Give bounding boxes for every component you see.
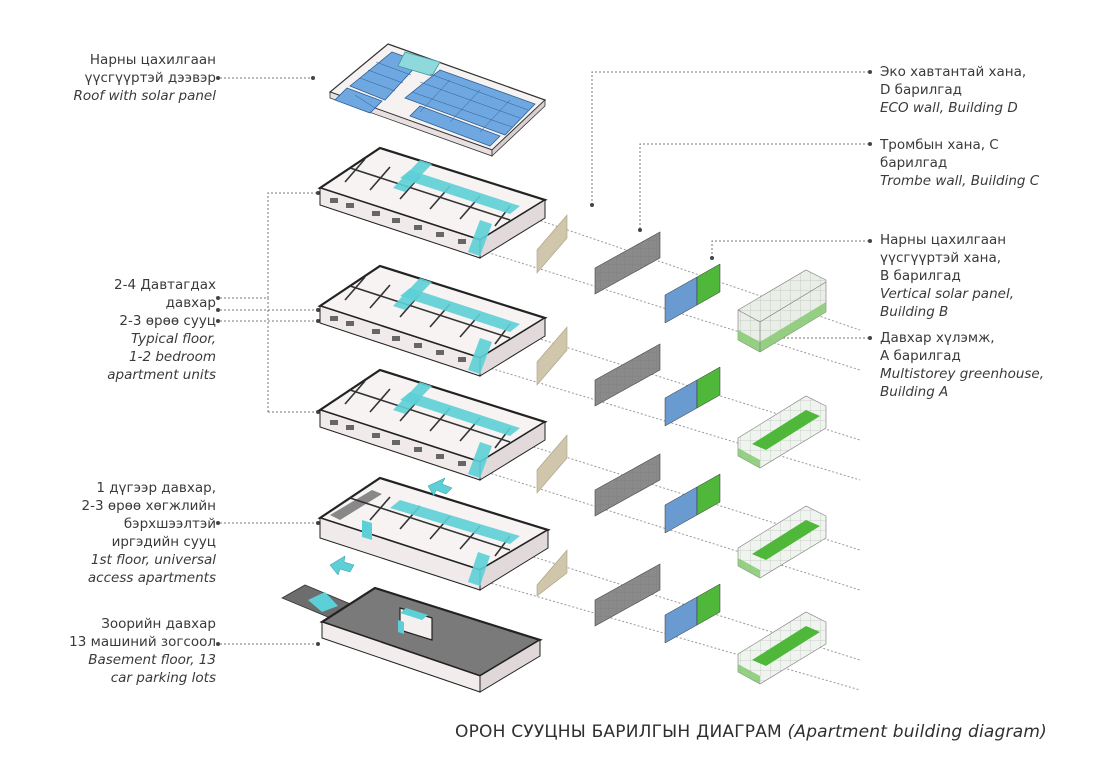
entry-arrow-icon — [329, 555, 355, 576]
typical-floor-2 — [317, 264, 548, 377]
basement-label-mn1: Зоорийн давхар — [101, 616, 216, 632]
basement-label-mn2: 13 машиний зогсоол — [69, 634, 216, 650]
typical-label-mn3: 2-3 өрөө сууц — [119, 313, 216, 329]
greenhouse-column — [737, 269, 827, 685]
roof-label-mn1: Нарны цахилгаан — [89, 52, 216, 68]
entry-arrow-icon — [427, 477, 453, 497]
greenhouse-label: Давхар хүлэмж, A барилгад Multistorey gr… — [880, 329, 1044, 401]
vsolar-label-mn1: Нарны цахилгаан — [880, 232, 1007, 248]
typical-floor-1 — [317, 146, 548, 259]
basement-floor — [281, 584, 543, 693]
eco-label-mn2: D барилгад — [880, 82, 962, 98]
vertical-solar-label: Нарны цахилгаан үүсгүүртэй хана, B барил… — [880, 231, 1014, 321]
basement-label: Зоорийн давхар 13 машиний зогсоол Baseme… — [69, 615, 216, 687]
typical-label-en1: Typical floor, — [131, 331, 216, 347]
first-floor — [317, 476, 551, 591]
vsolar-label-mn3: B барилгад — [880, 268, 961, 284]
trombe-wall-column — [594, 231, 661, 627]
greenhouse-label-mn2: A барилгад — [880, 348, 961, 364]
typical-floor-label: 2-4 Давтагдах давхар 2-3 өрөө сууц Typic… — [107, 276, 216, 384]
typical-floor-3 — [317, 368, 548, 481]
trombe-label-en1: Trombe wall, Building C — [880, 173, 1040, 189]
typical-label-mn2: давхар — [165, 295, 216, 311]
typical-label-en3: apartment units — [107, 367, 216, 383]
greenhouse-label-mn1: Давхар хүлэмж, — [880, 330, 995, 346]
diagram-caption: ОРОН СУУЦНЫ БАРИЛГЫН ДИАГРАМ (Apartment … — [455, 722, 1047, 742]
vsolar-label-en2: Building B — [880, 304, 949, 320]
trombe-label-mn2: барилгад — [880, 155, 948, 171]
greenhouse-label-en1: Multistorey greenhouse, — [880, 366, 1045, 382]
typical-label-en2: 1-2 bedroom — [128, 349, 216, 365]
vsolar-label-en1: Vertical solar panel, — [880, 286, 1014, 302]
typical-label-mn1: 2-4 Давтагдах — [114, 277, 216, 293]
first-label-en2: access apartments — [87, 570, 216, 586]
caption-sub: (Apartment building diagram) — [787, 722, 1047, 742]
first-label-mn4: иргэдийн сууц — [111, 534, 216, 550]
greenhouse-label-en2: Building A — [880, 384, 949, 400]
first-label-mn2: 2-3 өрөө хөгжлийн — [81, 498, 217, 514]
roof-label-en1: Roof with solar panel — [73, 88, 217, 104]
first-floor-label: 1 дүгээр давхар, 2-3 өрөө хөгжлийн бэрхш… — [82, 479, 217, 587]
first-label-mn1: 1 дүгээр давхар, — [96, 480, 216, 496]
basement-label-en2: car parking lots — [110, 670, 216, 686]
eco-label-mn1: Эко хавтантай хана, — [880, 64, 1027, 80]
first-label-mn3: бэрхшээлтэй — [123, 516, 216, 532]
first-label-en1: 1st floor, universal — [90, 552, 216, 568]
vsolar-label-mn2: үүсгүүртэй хана, — [880, 250, 1002, 266]
trombe-label-mn1: Тромбын хана, C — [880, 137, 999, 153]
roof-layer — [328, 43, 547, 157]
eco-wall-label: Эко хавтантай хана, D барилгад ECO wall,… — [880, 63, 1026, 117]
roof-label-mn2: үүсгүүртэй дээвэр — [84, 70, 216, 86]
eco-wall-column — [536, 214, 568, 597]
basement-label-en1: Basement floor, 13 — [88, 652, 216, 668]
vertical-solar-column — [664, 263, 721, 644]
trombe-wall-label: Тромбын хана, C барилгад Trombe wall, Bu… — [880, 136, 1039, 190]
roof-label: Нарны цахилгаан үүсгүүртэй дээвэр Roof w… — [74, 51, 217, 105]
caption-main: ОРОН СУУЦНЫ БАРИЛГЫН ДИАГРАМ — [455, 722, 782, 742]
eco-label-en1: ECO wall, Building D — [880, 100, 1018, 116]
